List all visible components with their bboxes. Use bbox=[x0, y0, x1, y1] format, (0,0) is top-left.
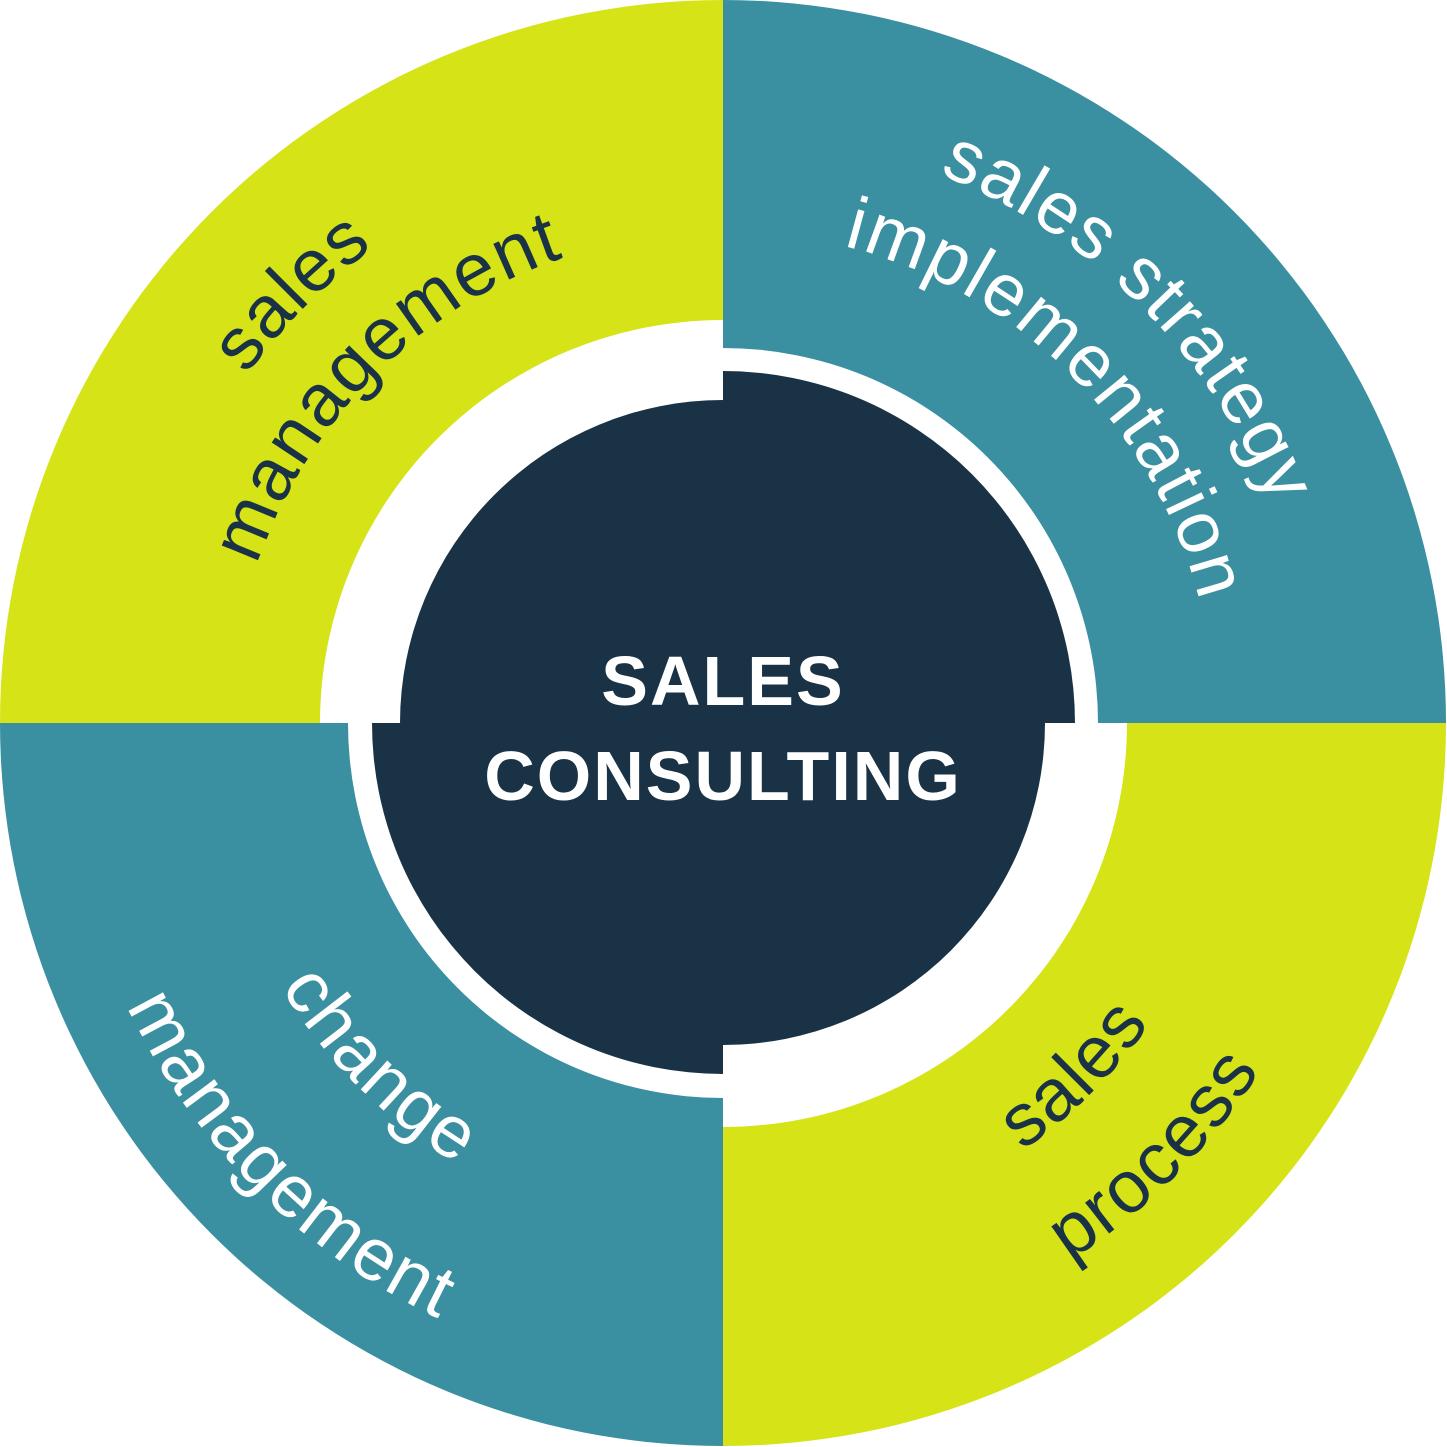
core-circle-quarter-1 bbox=[723, 371, 1075, 723]
center-title-line1: SALES bbox=[601, 642, 844, 720]
center-title-line2: CONSULTING bbox=[484, 737, 962, 815]
core-circle-quarter-3 bbox=[372, 723, 723, 1074]
core-circle-quarter-2 bbox=[723, 723, 1045, 1045]
core-circle-quarter-0 bbox=[400, 400, 723, 723]
